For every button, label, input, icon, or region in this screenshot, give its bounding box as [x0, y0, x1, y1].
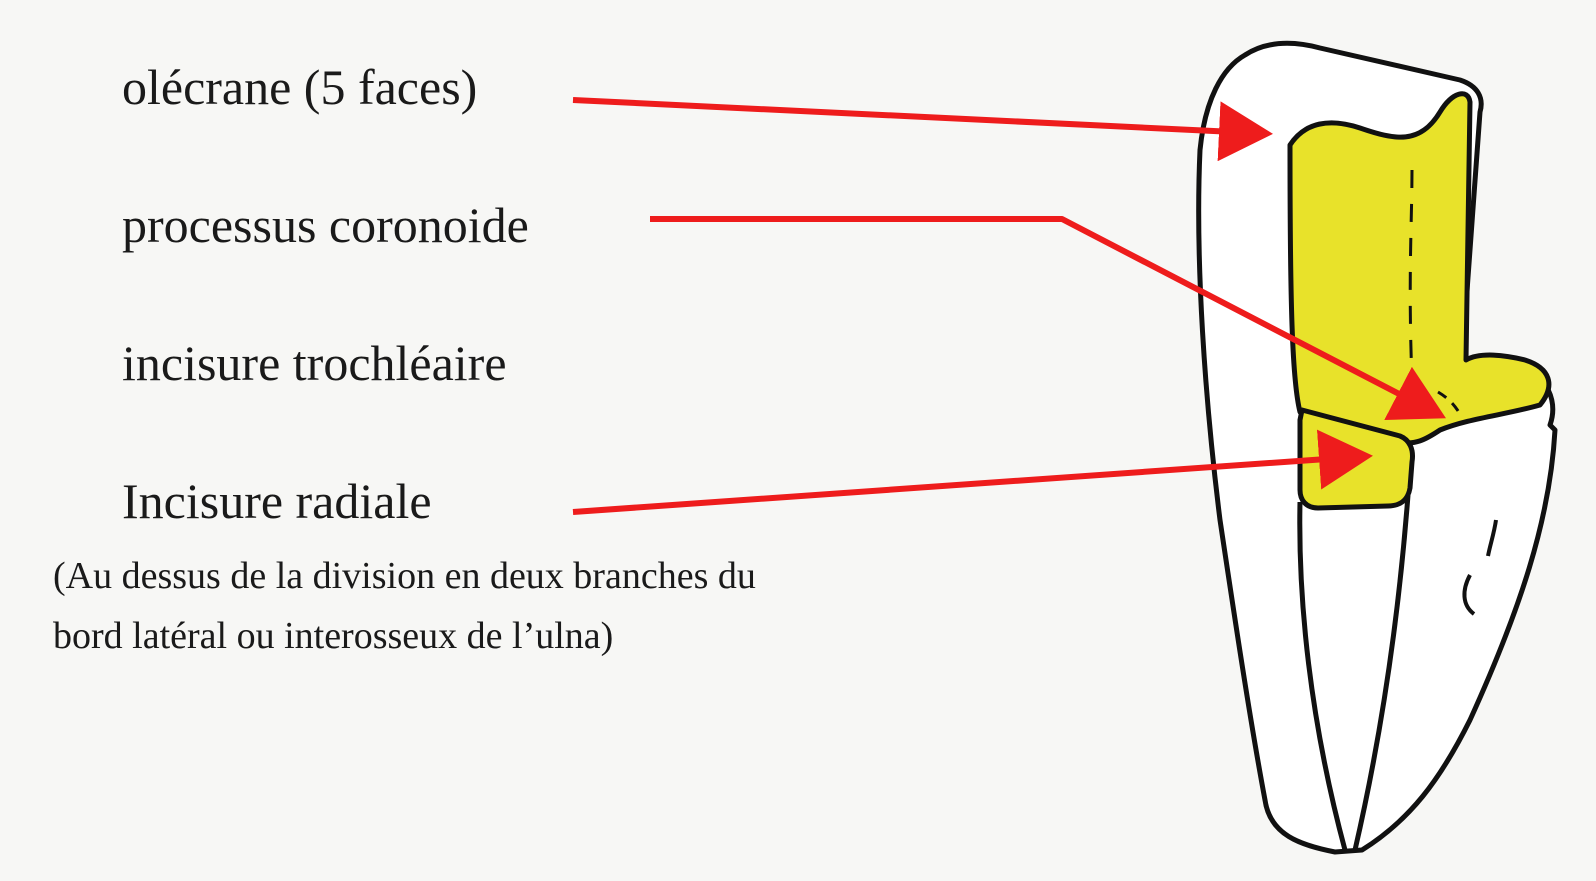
radial-notch-note: (Au dessus de la division en deux branch… — [53, 546, 756, 666]
note-line-1: (Au dessus de la division en deux branch… — [53, 555, 756, 597]
label-olecrane: olécrane (5 faces) — [122, 59, 478, 115]
trochlear-notch-surface — [1287, 91, 1552, 446]
label-incisure-trochleaire: incisure trochléaire — [122, 335, 507, 391]
label-processus-coronoide: processus coronoide — [122, 197, 529, 253]
ulna-surface-mark-2 — [1462, 574, 1476, 616]
pointer-arrows — [572, 97, 1446, 515]
olecranon-ridge-line — [1408, 169, 1414, 381]
arrow-processus-coronoide — [650, 216, 1446, 421]
ulna-shaft-line-left — [1297, 501, 1348, 851]
note-line-2: bord latéral ou interosseux de l’ulna) — [53, 615, 614, 657]
arrow-incisure-radiale — [572, 429, 1373, 515]
ulna-shaft-line-right — [1352, 494, 1411, 851]
arrow-olecrane — [572, 97, 1273, 162]
label-incisure-radiale: Incisure radiale — [122, 473, 432, 529]
ulna-surface-mark-1 — [1486, 519, 1498, 557]
